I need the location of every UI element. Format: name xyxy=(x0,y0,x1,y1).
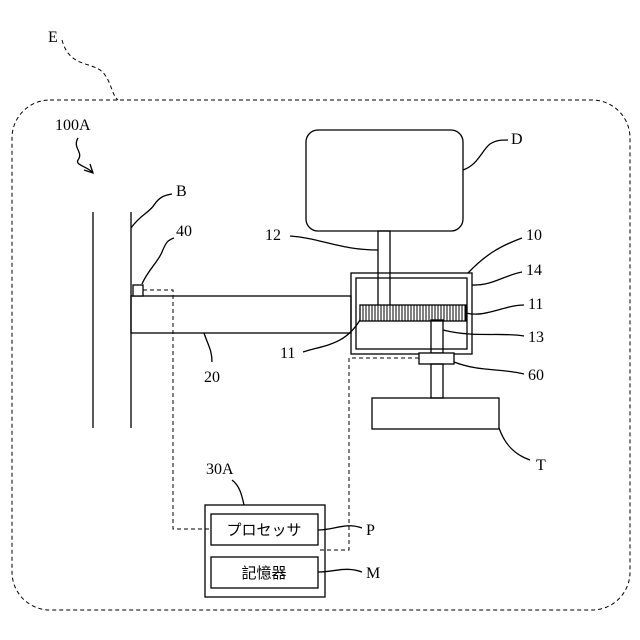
label-housing: 10 xyxy=(526,227,542,244)
label-environment: E xyxy=(48,29,58,46)
sensor-60-leader xyxy=(454,362,524,374)
table-post xyxy=(431,364,443,398)
table-leader xyxy=(499,428,530,460)
environment-boundary xyxy=(12,100,630,610)
display-leader xyxy=(463,140,508,170)
gear-11 xyxy=(360,305,466,321)
display xyxy=(306,130,463,231)
label-shaft-13: 13 xyxy=(528,329,544,346)
shaft-13 xyxy=(431,320,443,353)
label-sensor-60: 60 xyxy=(528,367,544,384)
sensor-40-leader xyxy=(142,238,174,284)
label-memory-ref: M xyxy=(366,565,380,582)
memory-text: 記憶器 xyxy=(241,564,286,582)
label-gear-11-right: 11 xyxy=(528,296,543,313)
system-arrow xyxy=(76,138,92,172)
housing-leader xyxy=(468,238,522,273)
label-housing-14: 14 xyxy=(526,262,542,279)
label-arm: 20 xyxy=(204,369,220,386)
shaft-12 xyxy=(378,231,390,307)
arm xyxy=(131,296,351,333)
gear-11-right-leader xyxy=(466,305,524,314)
controller-leader xyxy=(232,480,244,505)
label-display: D xyxy=(511,131,523,148)
label-controller: 30A xyxy=(206,461,234,478)
housing-14-leader xyxy=(472,272,522,285)
label-gear-11-left: 11 xyxy=(280,345,295,362)
label-wall: B xyxy=(176,183,187,200)
label-processor-ref: P xyxy=(366,522,375,539)
sensor-40 xyxy=(133,285,143,296)
label-sensor-40: 40 xyxy=(176,223,192,240)
sensor-60 xyxy=(419,353,454,364)
signal-line-sensor-40 xyxy=(143,290,211,529)
arm-leader xyxy=(204,333,212,362)
shaft-12-leader xyxy=(290,236,378,250)
table xyxy=(372,398,499,429)
environment-leader xyxy=(62,40,118,100)
label-table: T xyxy=(536,457,546,474)
wall-leader xyxy=(131,194,172,228)
label-shaft-12: 12 xyxy=(265,227,281,244)
label-system: 100A xyxy=(55,117,91,134)
processor-text: プロセッサ xyxy=(226,521,301,539)
controller-box xyxy=(205,505,325,597)
shaft-13-leader xyxy=(443,330,524,336)
